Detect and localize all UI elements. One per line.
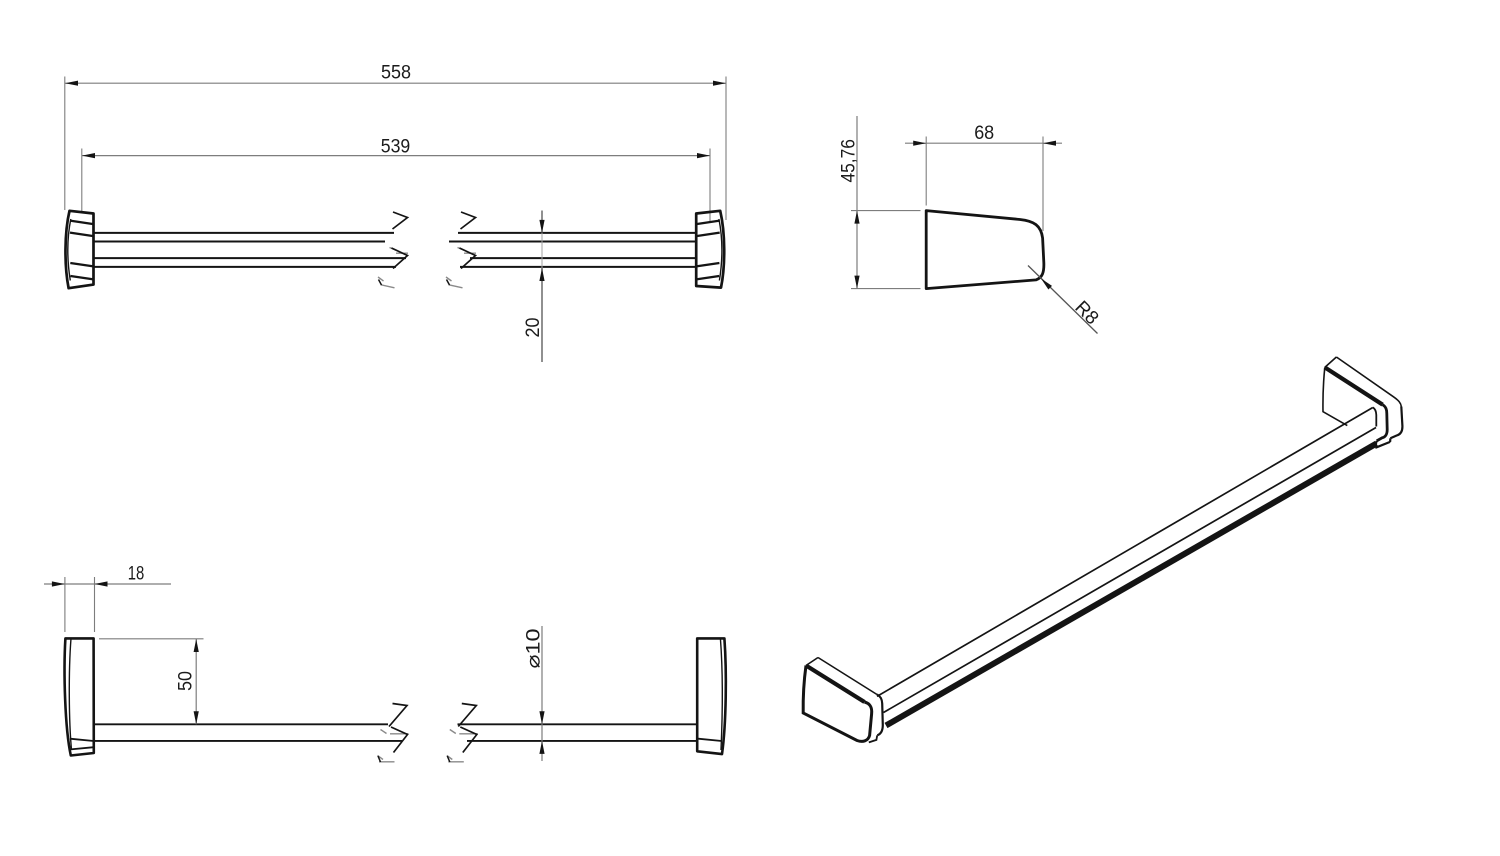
svg-text:18: 18	[128, 564, 145, 585]
svg-text:⌀10: ⌀10	[524, 629, 545, 669]
svg-text:45,76: 45,76	[839, 139, 860, 183]
svg-text:558: 558	[381, 63, 411, 84]
svg-text:50: 50	[176, 671, 197, 691]
svg-text:20: 20	[523, 318, 544, 338]
svg-text:539: 539	[381, 136, 411, 157]
svg-text:68: 68	[974, 123, 994, 144]
